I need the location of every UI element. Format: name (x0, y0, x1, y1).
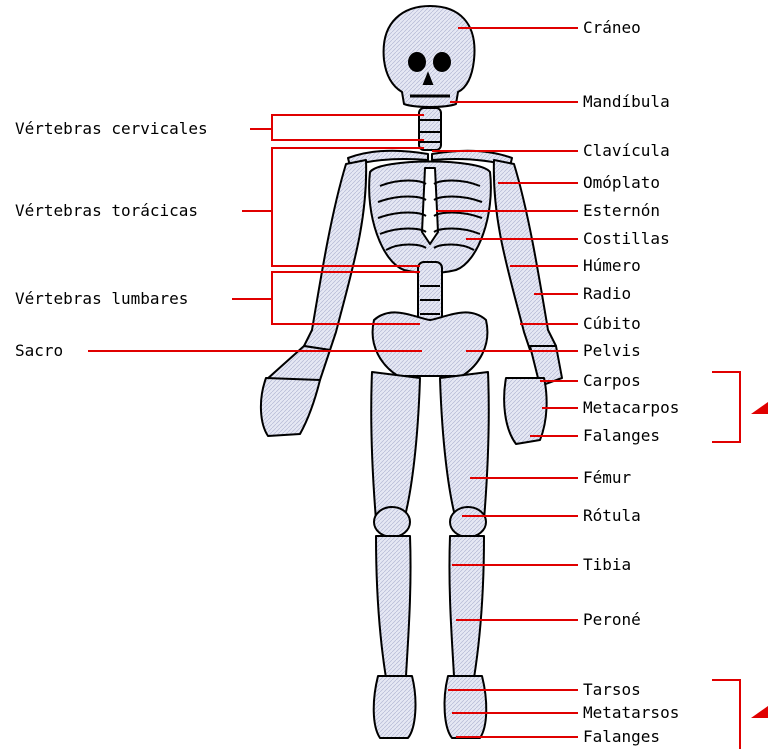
label-humero: Húmero (583, 257, 641, 275)
label-esternon: Esternón (583, 202, 660, 220)
label-clavicula: Clavícula (583, 142, 670, 160)
label-cubito: Cúbito (583, 315, 641, 333)
skull (384, 6, 475, 107)
label-metacarpos: Metacarpos (583, 399, 679, 417)
label-radio: Radio (583, 285, 631, 303)
red-triangle-icon (751, 706, 768, 718)
label-mandibula: Mandíbula (583, 93, 670, 111)
label-metatarsos: Metatarsos (583, 704, 679, 722)
label-tibia: Tibia (583, 556, 631, 574)
red-triangle-icon (751, 402, 768, 414)
label-costillas: Costillas (583, 230, 670, 248)
label-carpos: Carpos (583, 372, 641, 390)
label-vertebras-cervicales: Vértebras cervicales (15, 120, 208, 138)
label-craneo: Cráneo (583, 19, 641, 37)
label-femur: Fémur (583, 469, 631, 487)
label-falanges-mano: Falanges (583, 427, 660, 445)
label-omoplato: Omóplato (583, 174, 660, 192)
label-sacro: Sacro (15, 342, 63, 360)
label-vertebras-lumbares: Vértebras lumbares (15, 290, 188, 308)
label-tarsos: Tarsos (583, 681, 641, 699)
label-perone: Peroné (583, 611, 641, 629)
label-rotula: Rótula (583, 507, 641, 525)
label-vertebras-toracicas: Vértebras torácicas (15, 202, 198, 220)
pelvis (373, 312, 488, 376)
label-pelvis: Pelvis (583, 342, 641, 360)
label-falanges-pie: Falanges (583, 728, 660, 746)
